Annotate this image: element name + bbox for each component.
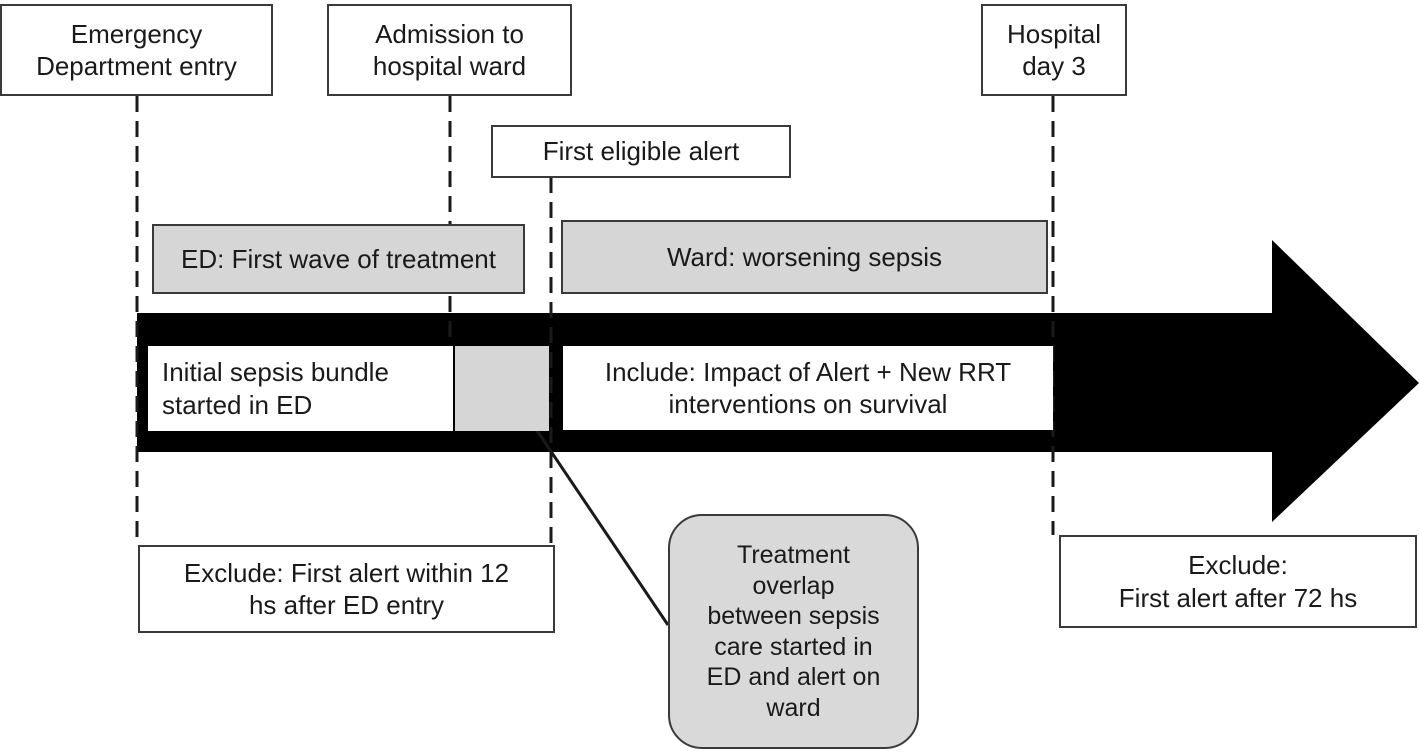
- initial-bundle-box: Initial sepsis bundle started in ED: [148, 346, 453, 431]
- callout-line6: ward: [766, 693, 821, 722]
- phase-ward-worsening: Ward: worsening sepsis: [561, 220, 1048, 294]
- milestone-ed-entry: Emergency Department entry: [0, 4, 273, 96]
- callout-line3: between sepsis: [707, 602, 880, 630]
- milestone-ward-admission-line2: hospital ward: [372, 51, 527, 81]
- phase-ed-first-wave-label: ED: First wave of treatment: [181, 243, 496, 274]
- milestone-ward-admission-line1: Admission to: [375, 18, 524, 49]
- callout-line2: overlap: [752, 571, 835, 600]
- milestone-hospital-day3: Hospital day 3: [981, 4, 1127, 96]
- phase-ward-worsening-label: Ward: worsening sepsis: [666, 241, 943, 272]
- initial-bundle-line1: Initial sepsis bundle: [162, 357, 389, 387]
- include-line1: Include: Impact of Alert + New RRT: [604, 356, 1012, 387]
- callout-line5: ED and alert on: [706, 663, 881, 691]
- phase-ed-first-wave: ED: First wave of treatment: [152, 224, 525, 294]
- exclude-early-box: Exclude: First alert within 12 hs after …: [138, 545, 555, 633]
- milestone-ward-admission: Admission to hospital ward: [327, 4, 572, 96]
- milestone-first-alert: First eligible alert: [491, 125, 791, 178]
- exclude-late-line1: Exclude:: [1188, 550, 1288, 580]
- exclude-late-line2: First alert after 72 hs: [1118, 582, 1358, 613]
- callout-line1: Treatment: [736, 541, 850, 569]
- callout-line4: care started in: [714, 632, 873, 661]
- include-line2: interventions on survival: [668, 389, 948, 419]
- milestone-ed-entry-line1: Emergency: [70, 18, 203, 49]
- treatment-overlap-callout: Treatment overlap between sepsis care st…: [668, 514, 919, 749]
- exclude-early-line1: Exclude: First alert within 12: [183, 557, 510, 588]
- milestone-hospital-day3-line2: day 3: [1022, 51, 1086, 81]
- include-box: Include: Impact of Alert + New RRT inter…: [563, 346, 1053, 430]
- exclude-late-box: Exclude: First alert after 72 hs: [1059, 535, 1417, 628]
- milestone-first-alert-label: First eligible alert: [542, 136, 740, 167]
- treatment-overlap-zone: [455, 346, 549, 431]
- initial-bundle-line2: started in ED: [162, 389, 313, 420]
- callout-pointer-line: [513, 397, 670, 626]
- exclude-early-line2: hs after ED entry: [248, 590, 445, 620]
- milestone-ed-entry-line2: Department entry: [36, 51, 237, 81]
- milestone-hospital-day3-line1: Hospital: [1007, 18, 1101, 49]
